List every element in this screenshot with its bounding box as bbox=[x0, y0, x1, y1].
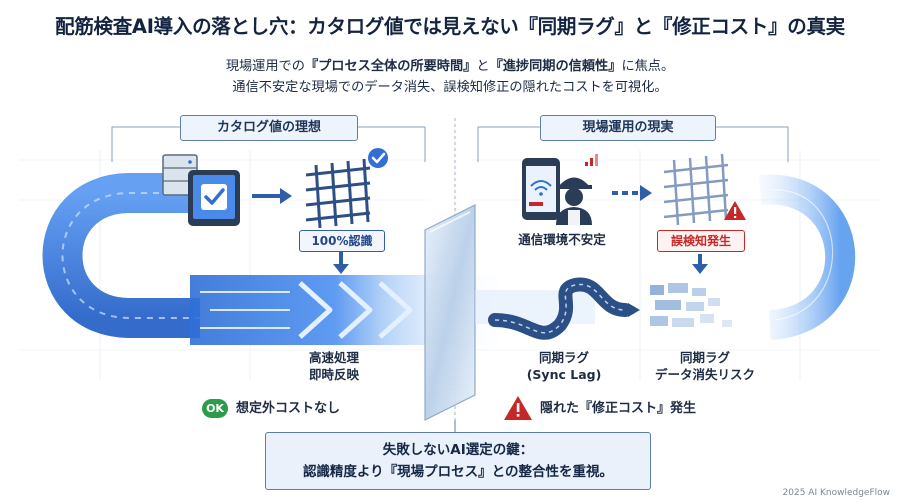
speed-caption-line-1: 高速処理 bbox=[308, 350, 359, 365]
phone-wifi-icon bbox=[522, 158, 560, 220]
subtitle-mid: と bbox=[476, 59, 490, 74]
arrow-to-rebar bbox=[252, 188, 292, 204]
recognition-badge: 100%認識 bbox=[299, 230, 385, 252]
subtitle-line-1: 現場運用での『プロセス全体の所要時間』と『進捗同期の信頼性』に焦点。 bbox=[0, 55, 900, 74]
subtitle-prefix: 現場運用での bbox=[225, 59, 305, 74]
comm-unstable-text: 通信環境不安定 bbox=[518, 232, 606, 247]
speed-lines bbox=[200, 291, 290, 329]
glass-barrier bbox=[424, 204, 476, 421]
speed-arrows bbox=[298, 281, 413, 339]
rebar-mesh-icon bbox=[305, 158, 371, 229]
data-loss-line-2: データ消失リスク bbox=[654, 367, 755, 382]
sync-lag-caption: 同期ラグ (Sync Lag) bbox=[514, 349, 614, 383]
subtitle-suffix: に焦点。 bbox=[621, 59, 675, 74]
arrow-down-left bbox=[333, 252, 349, 274]
takeaway-line-2: 認識精度より『現場プロセス』との整合性を重視。 bbox=[302, 464, 614, 480]
warning-icon bbox=[504, 396, 532, 420]
hidden-cost-text: 隠れた『修正コスト』発生 bbox=[540, 401, 697, 416]
error-warning-icon bbox=[724, 201, 746, 220]
data-loss-pixels bbox=[650, 283, 732, 327]
subtitle-line-2: 通信不安定な現場でのデータ消失、誤検知修正の隠れたコストを可視化。 bbox=[232, 80, 668, 95]
check-icon bbox=[368, 148, 388, 168]
signal-bars-icon bbox=[585, 154, 598, 166]
winding-road bbox=[488, 277, 632, 340]
rebar-mesh-faint-icon bbox=[663, 153, 729, 226]
panel-brackets bbox=[111, 126, 789, 162]
sync-lag-line-2: (Sync Lag) bbox=[526, 367, 602, 382]
error-badge: 誤検知発生 bbox=[657, 230, 745, 252]
credit-text: 2025 AI KnowledgeFlow bbox=[782, 488, 890, 498]
sync-lag-line-1: 同期ラグ bbox=[538, 350, 589, 365]
data-loss-caption: 同期ラグ データ消失リスク bbox=[640, 349, 770, 383]
page-title: 配筋検査AI導入の落とし穴：カタログ値では見えない『同期ラグ』と『修正コスト』の… bbox=[55, 15, 845, 38]
arrow-dashed-right bbox=[612, 185, 652, 201]
ok-text: 想定外コストなし bbox=[236, 401, 341, 416]
data-loss-line-1: 同期ラグ bbox=[679, 350, 730, 365]
right-panel-label: 現場運用の現実 bbox=[540, 115, 716, 141]
construction-worker-icon bbox=[556, 177, 592, 225]
arrow-down-right bbox=[692, 254, 708, 274]
key-takeaway-box: 失敗しないAI選定の鍵： 認識精度より『現場プロセス』との整合性を重視。 bbox=[265, 432, 651, 490]
left-flow-arc bbox=[42, 173, 200, 338]
speed-caption: 高速処理 即時反映 bbox=[294, 349, 374, 383]
takeaway-line-1: 失敗しないAI選定の鍵： bbox=[382, 442, 534, 458]
speed-caption-line-2: 即時反映 bbox=[308, 367, 359, 382]
subtitle-emphasis-1: 『プロセス全体の所要時間』 bbox=[304, 59, 477, 74]
ok-chip: OK bbox=[202, 399, 228, 418]
left-panel-label: カタログ値の理想 bbox=[180, 115, 358, 141]
tablet-check-icon bbox=[188, 170, 240, 226]
subtitle-emphasis-2: 『進捗同期の信頼性』 bbox=[489, 59, 622, 74]
